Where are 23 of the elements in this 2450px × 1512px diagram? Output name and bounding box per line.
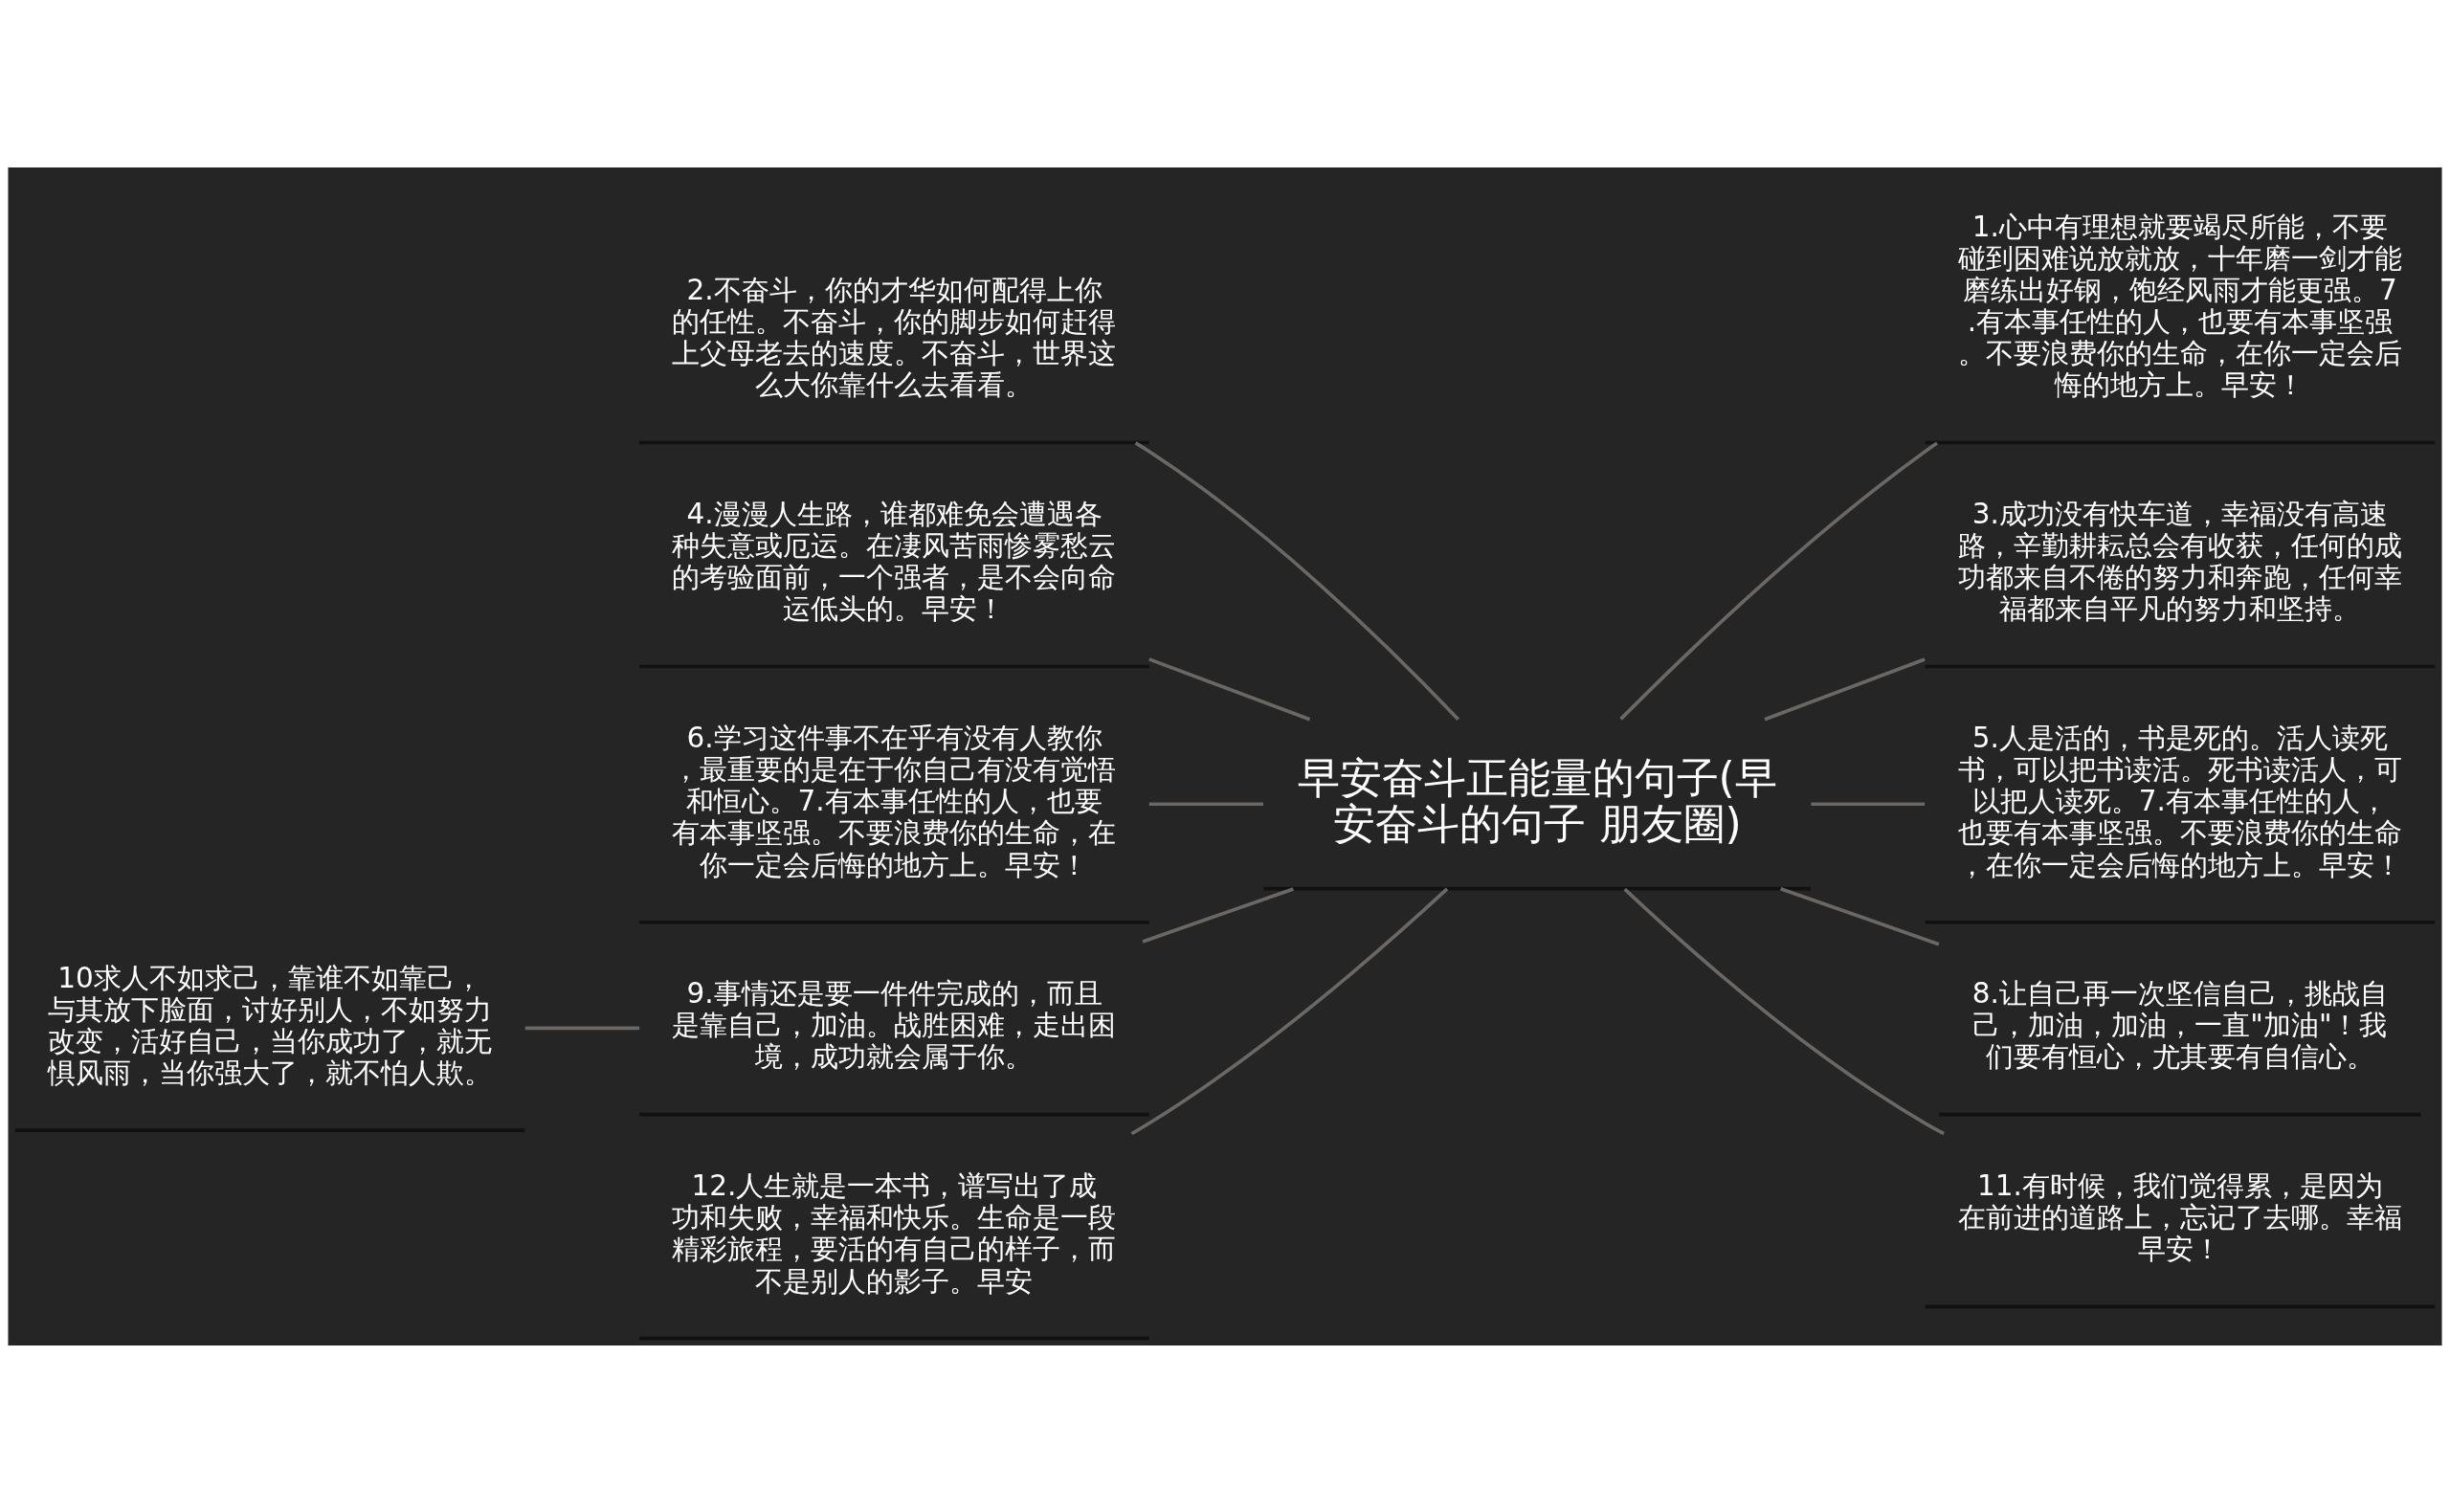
connector (1811, 801, 1926, 806)
node-text: 8.让自己再一次坚信自己，挑战自己，加油，加油，一直"加油"！我们要有恒心，尤其要有自信心。 (1971, 976, 2388, 1073)
connector (1142, 886, 1294, 944)
node-text: 4.漫漫人生路，谁都难免会遭遇各种失意或厄运。在凄风苦雨惨雾愁云的考验面前，一个强者，是不会向命运低头的。早安！ (672, 497, 1117, 625)
node-text: 5.人是活的，书是死的。活人读死书，可以把书读活。死书读活人，可以把人读死。7.有本事任性的人，也要有本事坚强。不要浪费你的生命，在你一定会后悔的地方上。早安！ (1957, 721, 2402, 881)
connector (1619, 440, 1938, 721)
node-text: 6.学习这件事不在乎有没有人教你，最重要的是在于你自己有没有觉悟和恒心。7.有本事任性的人，也要有本事坚强。不要浪费你的生命，在你一定会后悔的地方上。早安！ (672, 721, 1117, 881)
connector (1779, 886, 1940, 945)
connector (1764, 656, 1926, 721)
node-text: 3.成功没有快车道，幸福没有高速路，辛勤耕耘总会有收获，任何的成功都来自不倦的努力和奔跑，任何幸福都来自平凡的努力和坚持。 (1957, 497, 2402, 625)
node-text: 11.有时候，我们觉得累，是因为在前进的道路上，忘记了去哪。幸福早安！ (1957, 1168, 2402, 1265)
node-text: 10求人不如求己，靠谁不如靠己，与其放下脸面，讨好别人，不如努力改变，活好自己，当你成功了，就无惧风雨，当你强大了，就不怕人欺。 (48, 961, 493, 1089)
node-text: 12.人生就是一本书，谱写出了成功和失败，幸福和快乐。生命是一段精彩旅程，要活的有自己的样子，而不是别人的影子。早安 (672, 1168, 1117, 1297)
connector (1148, 801, 1264, 806)
node-text: 9.事情还是要一件件完成的，而且是靠自己，加油。战胜困难，走出困境，成功就会属于你。 (672, 976, 1117, 1073)
connector (524, 1025, 640, 1030)
connector (1130, 887, 1449, 1135)
connector (1134, 440, 1460, 721)
node-text: 早安奋斗正能量的句子(早安奋斗的句子 朋友圈) (1297, 752, 1777, 848)
node-text: 2.不奋斗，你的才华如何配得上你的任性。不奋斗，你的脚步如何赶得上父母老去的速度。不奋斗，世界这么大你靠什么去看看。 (672, 273, 1117, 401)
connector (1623, 887, 1946, 1135)
connector (1148, 656, 1311, 722)
node-text: 1.心中有理想就要竭尽所能，不要碰到困难说放就放，十年磨一剑才能磨练出好钢，饱经风雨才能更强。7.有本事任性的人，也要有本事坚强。不要浪费你的生命，在你一定会后悔的地方上。早安！ (1957, 210, 2402, 401)
